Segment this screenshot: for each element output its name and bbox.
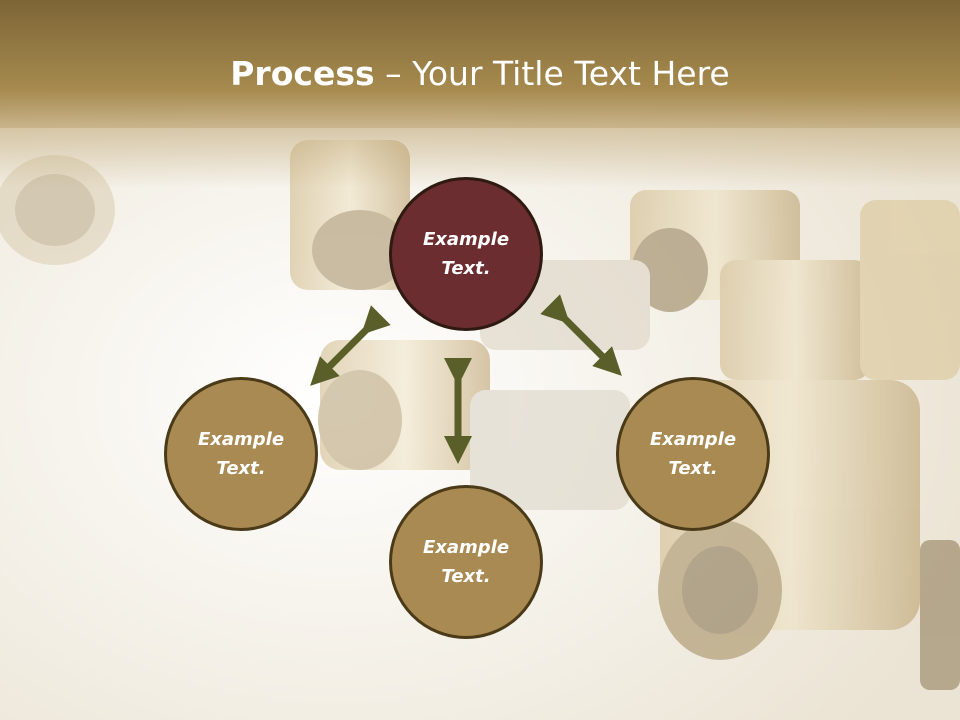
node-bottom-line2: Text. bbox=[441, 566, 491, 587]
title-bar bbox=[0, 0, 960, 128]
process-node-bottom: Example Text. bbox=[389, 485, 543, 639]
node-top-line1: Example bbox=[422, 229, 510, 250]
node-bottom-line1: Example bbox=[422, 537, 510, 558]
slide-title: Process – Your Title Text Here bbox=[0, 52, 960, 96]
title-bold-part: Process bbox=[230, 54, 375, 93]
node-left-line2: Text. bbox=[216, 458, 266, 479]
arrow-top-left bbox=[310, 305, 391, 386]
process-node-left: Example Text. bbox=[164, 377, 318, 531]
arrow-top-right bbox=[540, 294, 622, 376]
title-rest-part: – Your Title Text Here bbox=[374, 54, 730, 93]
node-left-line1: Example bbox=[197, 429, 285, 450]
process-node-right: Example Text. bbox=[616, 377, 770, 531]
process-node-top: Example Text. bbox=[389, 177, 543, 331]
node-top-line2: Text. bbox=[441, 258, 491, 279]
node-right-line1: Example bbox=[649, 429, 737, 450]
node-right-line2: Text. bbox=[668, 458, 718, 479]
